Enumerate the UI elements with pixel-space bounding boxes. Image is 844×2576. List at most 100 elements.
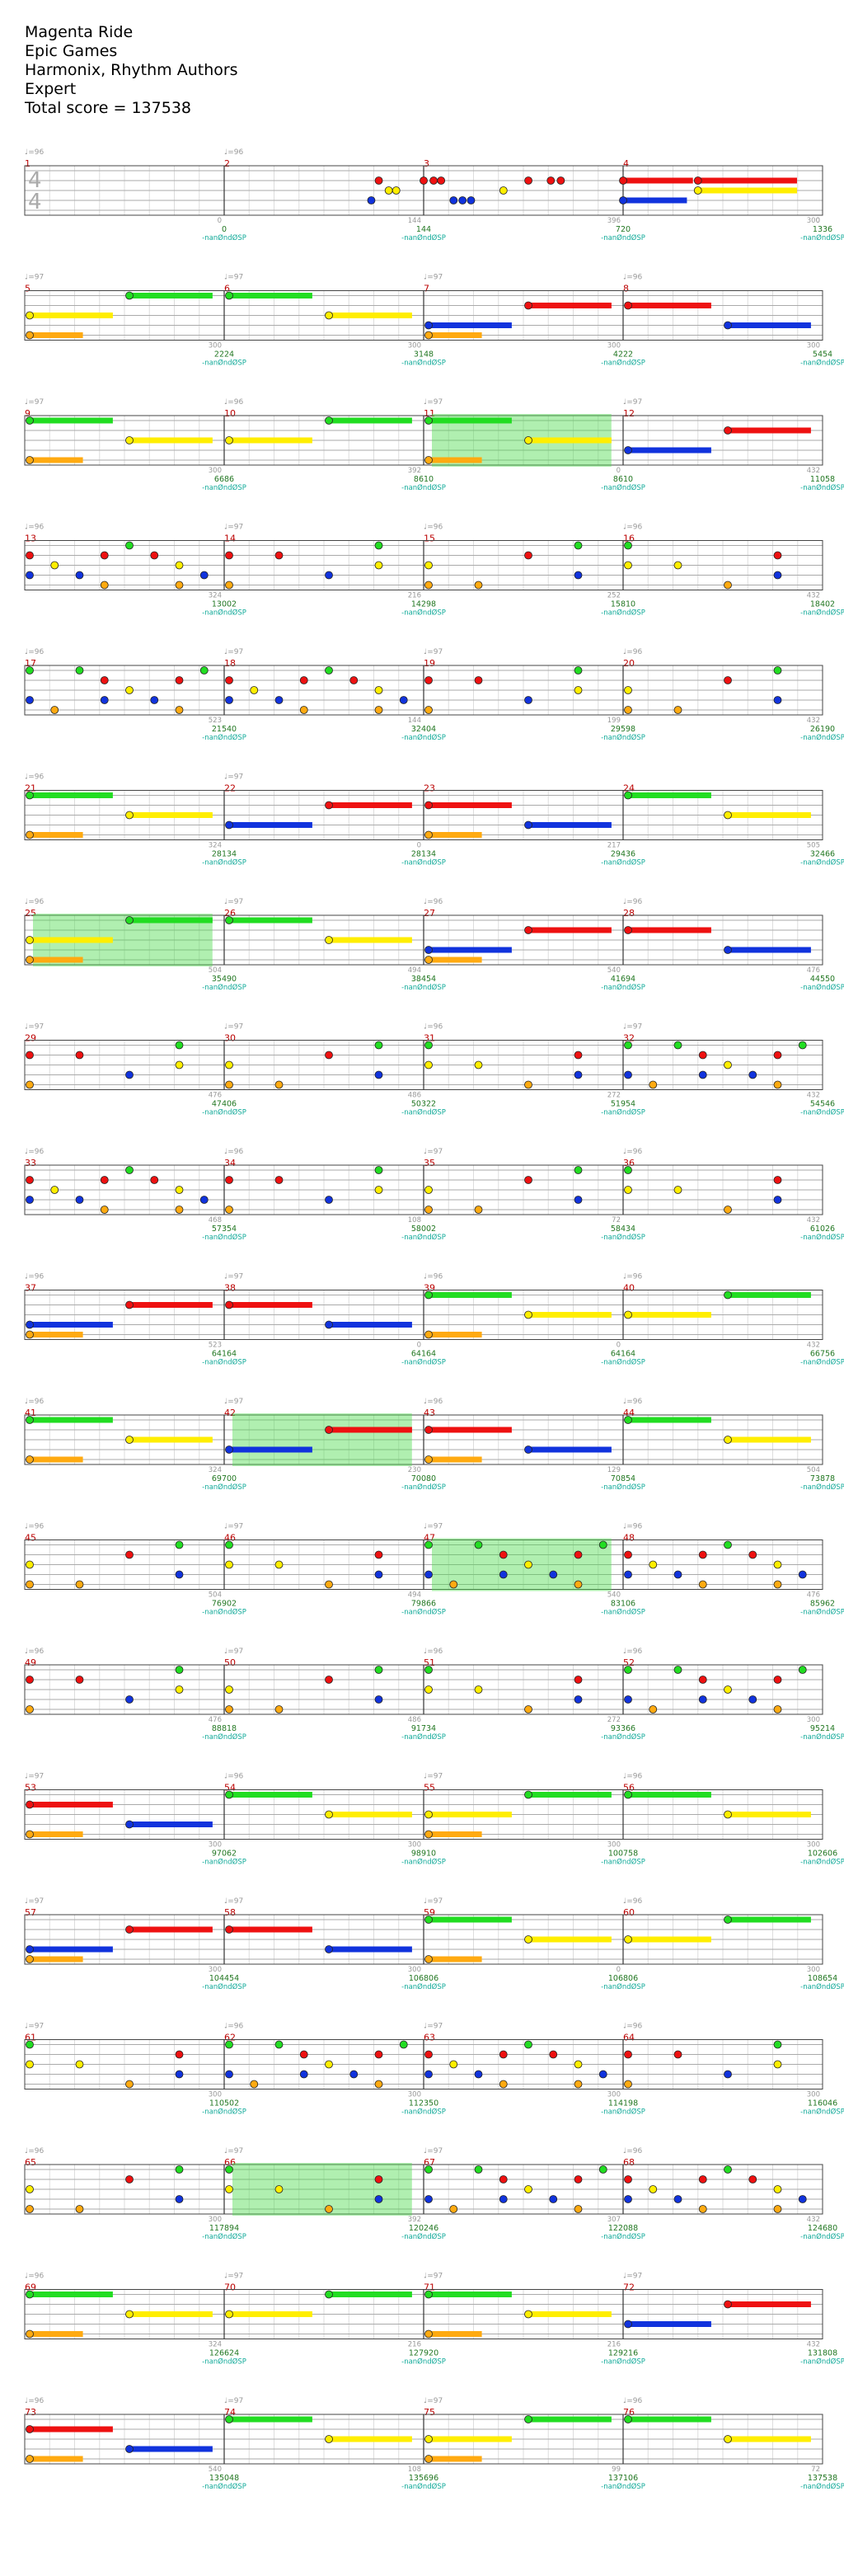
note-gem [125, 1300, 134, 1309]
note-gem [175, 1186, 184, 1194]
note-gem [798, 1041, 807, 1050]
note-gem [524, 1705, 532, 1713]
note-gem [125, 1925, 134, 1934]
sustain-bar [528, 822, 612, 828]
note-gem [798, 1570, 807, 1579]
tempo-marker: ♩=97 [623, 398, 642, 407]
note-gem [125, 916, 134, 924]
sustain-bar [429, 1292, 512, 1298]
note-gem [698, 1695, 707, 1704]
star-power-info: -nanØndØSP [800, 2108, 844, 2117]
note-gem [724, 1540, 732, 1549]
sustain-bar [728, 947, 811, 953]
note-gem [424, 2070, 433, 2079]
note-gem [449, 1580, 458, 1589]
star-power-info: -nanØndØSP [401, 609, 446, 618]
note-gem [125, 436, 134, 444]
note-gem [773, 666, 782, 675]
tempo-marker: ♩=96 [623, 1398, 643, 1406]
sustain-bar [429, 1456, 482, 1463]
measure-points-left: 144 [408, 717, 421, 725]
note-gem [26, 1320, 34, 1329]
note-gem [26, 1416, 34, 1424]
sustain-bar [429, 1956, 482, 1963]
note-gem [325, 2205, 333, 2213]
note-gem [225, 2070, 233, 2079]
sustain-bar [229, 1302, 312, 1308]
sustain-bar [728, 1916, 811, 1923]
measure-number: 1 [25, 158, 30, 169]
cumulative-score: 11058 [810, 475, 835, 484]
note-gem [574, 2080, 583, 2089]
cumulative-score: 108654 [808, 1974, 837, 1983]
note-gem [26, 416, 34, 425]
cumulative-score: 137538 [808, 2474, 837, 2483]
note-gem [424, 946, 433, 954]
cumulative-score: 126624 [209, 2349, 239, 2358]
note-gem [624, 561, 632, 570]
measure-number: 22 [224, 783, 236, 794]
star-power-info: -nanØndØSP [401, 1608, 446, 1617]
star-power-info: -nanØndØSP [202, 1982, 246, 1991]
tempo-marker: ♩=96 [224, 398, 244, 407]
note-gem [748, 1070, 757, 1079]
note-gem [26, 830, 34, 839]
measure-number: 57 [25, 1907, 36, 1918]
cumulative-score: 137106 [608, 2474, 638, 2483]
measure-points-left: 540 [607, 1591, 621, 1600]
cumulative-score: 28134 [212, 850, 237, 859]
tempo-marker: ♩=96 [623, 2397, 643, 2405]
note-gem [26, 1080, 34, 1089]
note-gem [724, 581, 732, 590]
star-power-info: -nanØndØSP [202, 2357, 246, 2367]
star-power-info: -nanØndØSP [401, 1233, 446, 1242]
star-power-region [232, 1413, 412, 1466]
tempo-marker: ♩=96 [623, 1273, 643, 1281]
note-gem [26, 2329, 34, 2339]
note-gem [773, 1196, 782, 1204]
note-gem [424, 2435, 433, 2443]
measure-number: 38 [224, 1283, 236, 1294]
note-gem [420, 176, 428, 185]
star-power-info: -nanØndØSP [202, 1858, 246, 1867]
measure-points-left: 504 [209, 966, 222, 975]
measure-number: 44 [623, 1408, 635, 1418]
measure-points-left: 476 [209, 1092, 222, 1100]
star-power-info: -nanØndØSP [401, 1858, 446, 1867]
measure-number: 64 [623, 2033, 635, 2043]
measure-points-left: 396 [607, 217, 621, 225]
star-power-info: -nanØndØSP [401, 2482, 446, 2491]
note-gem [225, 551, 233, 560]
measure-points-left: 108 [408, 2466, 421, 2474]
tempo-marker: ♩=97 [224, 898, 243, 906]
note-gem [698, 2205, 707, 2213]
note-gem [225, 1206, 233, 1214]
note-gem [374, 1666, 383, 1674]
sustain-bar [429, 1812, 512, 1817]
tempo-marker: ♩=96 [623, 1523, 643, 1531]
note-gem [524, 1560, 532, 1569]
tempo-marker: ♩=96 [25, 648, 45, 656]
note-gem [574, 1051, 583, 1060]
measure-number: 9 [25, 408, 30, 419]
sustain-bar [30, 1456, 83, 1463]
note-gem [26, 2425, 34, 2433]
note-gem [299, 706, 308, 714]
note-gem [325, 571, 333, 580]
star-power-info: -nanØndØSP [800, 1483, 844, 1492]
measure-points-right: 432 [807, 1216, 820, 1225]
measure-points-left: 300 [209, 2091, 222, 2099]
measure-points-left: 307 [607, 2216, 621, 2224]
note-gem [424, 801, 433, 810]
star-power-info: -nanØndØSP [601, 1732, 645, 1742]
cumulative-score: 88818 [212, 1724, 237, 1733]
measure-number: 60 [623, 1907, 635, 1918]
note-gem [619, 176, 627, 185]
tempo-marker: ♩=97 [25, 2023, 44, 2031]
note-gem [225, 1925, 233, 1934]
note-gem [773, 1580, 782, 1589]
measure-points-left: 252 [607, 592, 621, 600]
measure-number: 75 [424, 2407, 435, 2418]
note-gem [175, 706, 184, 714]
measure-number: 41 [25, 1408, 36, 1418]
